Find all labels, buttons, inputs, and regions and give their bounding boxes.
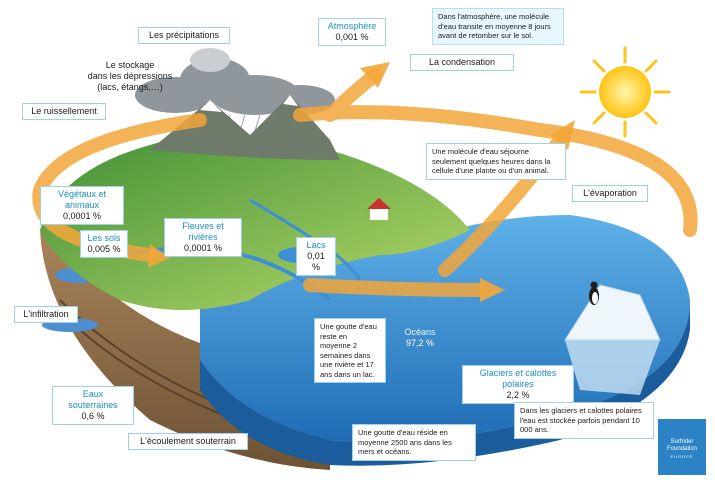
house-icon [367, 198, 391, 220]
stock-vegetaux-value: 0,0001 % [62, 211, 102, 221]
logo-line1: Surfrider [670, 439, 694, 445]
stock-glaciers-value: 2,2 % [506, 390, 530, 400]
stock-oceans-title: Océans [404, 327, 436, 337]
iceberg-icon [564, 284, 661, 395]
stock-souterraines-value: 0,6 % [81, 411, 105, 421]
note-riviere: Une goutte d'eau reste en moyenne 2 sema… [314, 318, 386, 383]
stock-lacs: Lacs 0,01 % [296, 237, 336, 276]
sun-icon [579, 46, 671, 138]
stock-souterraines: Eaux souterraines 0,6 % [52, 386, 134, 425]
logo-line3: EUROPE [670, 454, 694, 459]
stock-glaciers-title: Glaciers et calottes polaires [479, 368, 557, 389]
stock-fleuves-title: Fleuves et rivières [182, 221, 224, 242]
stock-vegetaux-title: Végétaux et animaux [57, 189, 107, 210]
stock-lacs-value: 0,01 % [307, 251, 325, 272]
label-ecoulement: L'écoulement souterrain [128, 433, 248, 450]
logo-line2: Foundation [666, 446, 698, 452]
stock-fleuves: Fleuves et rivières 0,0001 % [164, 218, 242, 257]
stock-vegetaux: Végétaux et animaux 0,0001 % [40, 186, 124, 225]
cloud-icon [135, 48, 335, 115]
stock-atmosphere: Atmosphère 0,001 % [318, 18, 386, 46]
note-plante: Une molécule d'eau séjourne seulement qu… [426, 143, 566, 180]
note-glaciers: Dans les glaciers et calottes polaires l… [514, 402, 654, 439]
label-stockage: Le stockage dans les dépressions (lacs, … [87, 60, 173, 92]
stock-glaciers: Glaciers et calottes polaires 2,2 % [462, 365, 574, 404]
stock-fleuves-value: 0,0001 % [183, 243, 223, 253]
surfrider-logo: Surfrider Foundation EUROPE [658, 419, 706, 475]
label-precipitations: Les précipitations [138, 27, 230, 44]
label-condensation: La condensation [410, 54, 514, 71]
penguin-icon [589, 281, 599, 305]
stock-sols-title: Les sols [87, 233, 121, 243]
label-ruissellement: Le ruissellement [22, 103, 106, 120]
stock-sols: Les sols 0,005 % [80, 230, 128, 258]
note-atmosphere: Dans l'atmosphère, une molécule d'eau tr… [432, 8, 564, 45]
stock-atmosphere-title: Atmosphère [327, 21, 377, 31]
stock-souterraines-title: Eaux souterraines [68, 389, 118, 410]
arrow-head [148, 62, 575, 302]
stock-lacs-title: Lacs [306, 240, 326, 250]
stock-atmosphere-value: 0,001 % [335, 32, 369, 42]
stock-sols-value: 0,005 % [87, 244, 121, 254]
stock-oceans: Océans 97,2 % [398, 325, 442, 351]
label-evaporation: L'évaporation [572, 185, 648, 202]
note-mers: Une goutte d'eau réside en moyenne 2500 … [352, 424, 476, 461]
label-infiltration: L'infiltration [14, 306, 78, 323]
stock-oceans-value: 97,2 % [405, 338, 435, 348]
